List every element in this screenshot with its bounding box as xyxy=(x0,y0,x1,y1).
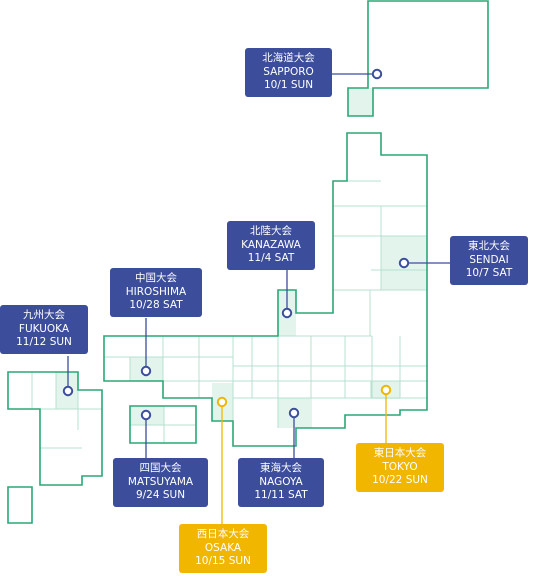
event-label-sendai[interactable]: 東北大会 SENDAI 10/7 SAT xyxy=(450,236,528,285)
venue-pin-sapporo xyxy=(371,68,383,80)
event-date: 9/24 SUN xyxy=(135,489,186,501)
event-date: 11/12 SUN xyxy=(16,336,72,348)
event-date: 10/1 SUN xyxy=(263,79,314,91)
venue-pin-kanazawa xyxy=(281,307,293,319)
event-city: SENDAI xyxy=(469,253,509,266)
event-date: 10/7 SAT xyxy=(465,267,513,279)
region-highlight xyxy=(348,88,373,116)
event-date: 10/15 SUN xyxy=(195,555,251,567)
event-city: SAPPORO xyxy=(263,65,314,78)
venue-pin-nagoya xyxy=(288,407,300,419)
event-label-kanazawa[interactable]: 北陸大会 KANAZAWA 11/4 SAT xyxy=(227,221,315,270)
venue-pin-sendai xyxy=(398,257,410,269)
event-date: 10/28 SAT xyxy=(129,299,183,311)
event-date: 10/22 SUN xyxy=(372,474,428,486)
event-name: 東日本大会 xyxy=(373,447,427,459)
island-outline xyxy=(7,486,33,524)
shikoku-outline xyxy=(129,405,197,444)
event-label-fukuoka[interactable]: 九州大会 FUKUOKA 11/12 SUN xyxy=(0,305,88,354)
event-label-tokyo[interactable]: 東日本大会 TOKYO 10/22 SUN xyxy=(356,443,444,492)
event-city: KANAZAWA xyxy=(241,238,301,251)
hokkaido-outline xyxy=(347,0,489,117)
event-city: HIROSHIMA xyxy=(125,285,187,298)
event-name: 九州大会 xyxy=(23,309,65,321)
event-name: 東北大会 xyxy=(468,240,510,252)
event-city: MATSUYAMA xyxy=(127,475,194,488)
map-connectors xyxy=(67,73,450,524)
map-markers xyxy=(62,68,410,421)
event-city: OSAKA xyxy=(204,541,242,554)
venue-pin-osaka xyxy=(216,396,228,408)
event-city: FUKUOKA xyxy=(18,322,70,335)
event-name: 四国大会 xyxy=(139,462,182,474)
event-name: 中国大会 xyxy=(135,272,177,284)
event-name: 東海大会 xyxy=(260,462,302,474)
event-date: 11/4 SAT xyxy=(247,252,295,264)
event-city: NAGOYA xyxy=(259,475,303,488)
venue-pin-fukuoka xyxy=(62,385,74,397)
event-label-osaka[interactable]: 西日本大会 OSAKA 10/15 SUN xyxy=(179,524,267,573)
event-label-matsuyama[interactable]: 四国大会 MATSUYAMA 9/24 SUN xyxy=(113,458,208,507)
event-name: 北海道大会 xyxy=(262,52,315,64)
venue-pin-hiroshima xyxy=(140,365,152,377)
event-label-sapporo[interactable]: 北海道大会 SAPPORO 10/1 SUN xyxy=(245,48,332,97)
venue-pin-tokyo xyxy=(380,384,392,396)
event-label-hiroshima[interactable]: 中国大会 HIROSHIMA 10/28 SAT xyxy=(110,268,202,317)
event-date: 11/11 SAT xyxy=(254,489,308,501)
kyushu-outline xyxy=(7,371,103,486)
event-name: 北陸大会 xyxy=(250,225,292,237)
honshu-outline xyxy=(103,132,428,447)
venue-pin-matsuyama xyxy=(140,409,152,421)
event-name: 西日本大会 xyxy=(196,528,250,540)
event-label-nagoya[interactable]: 東海大会 NAGOYA 11/11 SAT xyxy=(238,458,324,507)
event-city: TOKYO xyxy=(382,460,418,473)
